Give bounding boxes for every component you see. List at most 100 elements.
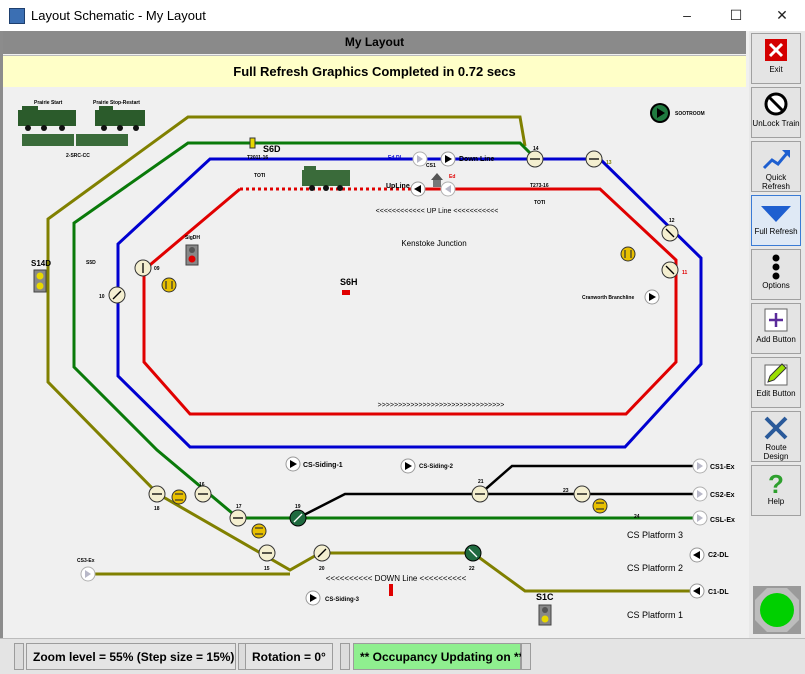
exit-c1dl-label: C1-DL xyxy=(708,589,729,596)
s6h-indicator xyxy=(342,290,350,295)
coach-label: 2-SRC-CC xyxy=(66,153,90,159)
title-bar: Layout Schematic - My Layout – ☐ ✕ xyxy=(0,0,805,31)
tools-icon xyxy=(764,416,788,440)
s14d-label: S14D xyxy=(31,259,51,268)
loco1-label: Prairie Start xyxy=(34,100,63,106)
add-icon xyxy=(764,308,788,332)
quick-refresh-icon xyxy=(762,150,790,170)
exit-cs2-label: CS2-Ex xyxy=(710,492,735,499)
platform1-label: CS Platform 1 xyxy=(627,610,683,620)
schematic-canvas[interactable]: Prairie Start Prairie Stop-Restart 2-SRC… xyxy=(3,87,747,638)
platform3-label: CS Platform 3 xyxy=(627,530,683,540)
help-icon: ? xyxy=(768,470,784,496)
cranworth-label: Cranworth Branchline xyxy=(582,295,634,301)
train-loco[interactable] xyxy=(302,166,350,191)
down-direction-label: >>>>>>>>>>>>>>>>>>>>>>>>>>>>>>> xyxy=(378,402,505,409)
exit-csl-label: CSL-Ex xyxy=(710,517,735,524)
point-21: 21 xyxy=(478,479,484,485)
point-14: 14 xyxy=(533,146,539,152)
point-20: 20 xyxy=(319,566,325,572)
exit-cs3-label: CS3-Ex xyxy=(77,558,95,564)
station-label: Kenstoke Junction xyxy=(401,239,466,248)
down-line-label: Down Line xyxy=(459,156,494,163)
s5d-label: S5D xyxy=(86,260,96,266)
signal-s1c[interactable] xyxy=(538,604,552,626)
olive-track xyxy=(46,115,700,593)
footer-grip-1 xyxy=(14,643,24,670)
down-line-bottom-label: <<<<<<<<<< DOWN Line <<<<<<<<<< xyxy=(326,574,467,583)
s1c-label: S1C xyxy=(536,592,554,602)
point-11: 11 xyxy=(682,270,688,276)
sigdh-label: SigDH xyxy=(185,235,200,241)
right-toolbar: Exit UnLock Train Quick Refresh Full Ref… xyxy=(749,31,805,638)
point-24: 24 xyxy=(634,514,640,520)
s6h-label: S6H xyxy=(340,277,358,287)
quick-refresh-button[interactable]: Quick Refresh xyxy=(751,141,801,192)
ed-dl-label: Ed-DL xyxy=(388,155,403,161)
point-16: 16 xyxy=(199,482,205,488)
exit-icon xyxy=(765,39,787,61)
help-button[interactable]: ? Help xyxy=(751,465,801,516)
cs-siding2-label: CS-Siding-2 xyxy=(419,464,454,470)
ed-label: Ed xyxy=(449,174,455,180)
point-15: 15 xyxy=(264,566,270,572)
unlock-icon xyxy=(764,92,788,116)
exit-arrows xyxy=(85,155,703,578)
exit-c2dl-label: C2-DL xyxy=(708,552,729,559)
point-10: 10 xyxy=(99,294,105,300)
point-13: 13 xyxy=(606,160,612,166)
loco2-label: Prairie Stop-Restart xyxy=(93,100,140,106)
cs-siding1-label: CS-Siding-1 xyxy=(303,462,343,469)
exit-button[interactable]: Exit xyxy=(751,33,801,84)
add-button-label: Add Button xyxy=(756,335,796,344)
options-button[interactable]: Options xyxy=(751,249,801,300)
svg-text:?: ? xyxy=(768,470,784,496)
point-arrows xyxy=(112,158,675,558)
occupancy-status: ** Occupancy Updating on ** xyxy=(353,643,523,670)
minimize-button[interactable]: – xyxy=(683,7,691,23)
up-line-label: <<<<<<<<<<<< UP Line <<<<<<<<<<< xyxy=(376,208,499,215)
left-edge xyxy=(0,31,3,638)
help-label: Help xyxy=(767,497,785,506)
point-18: 18 xyxy=(154,506,160,512)
layout-title: My Layout xyxy=(3,31,746,54)
point-19: 19 xyxy=(295,504,301,510)
sound-label: SOOTROOM xyxy=(675,111,705,117)
signal-s6d-icon[interactable] xyxy=(249,137,256,149)
down-signal-indicator xyxy=(389,584,393,596)
unlock-train-button[interactable]: UnLock Train xyxy=(751,87,801,138)
direction-buttons[interactable] xyxy=(285,151,705,606)
edit-button-button[interactable]: Edit Button xyxy=(751,357,801,408)
zoom-level: Zoom level = 55% (Step size = 15%) xyxy=(26,643,236,670)
signal-sigdh[interactable] xyxy=(185,244,199,266)
window-title: Layout Schematic - My Layout xyxy=(31,8,206,23)
junction-house-icon xyxy=(431,173,443,187)
maximize-button[interactable]: ☐ xyxy=(729,7,743,23)
full-refresh-button[interactable]: Full Refresh xyxy=(751,195,801,246)
route-design-button[interactable]: Route Design xyxy=(751,411,801,462)
rolling-stock-panel: Prairie Start Prairie Stop-Restart 2-SRC… xyxy=(18,100,145,159)
green-light-icon xyxy=(755,588,799,632)
down-line-track xyxy=(116,157,703,449)
uncoupler-stripes xyxy=(165,250,632,535)
point-23: 23 xyxy=(563,488,569,494)
platform2-label: CS Platform 2 xyxy=(627,563,683,573)
exit-label: Exit xyxy=(769,65,783,74)
status-message: Full Refresh Graphics Completed in 0.72 … xyxy=(3,55,746,88)
edit-pencil-icon xyxy=(764,363,788,386)
add-button-button[interactable]: Add Button xyxy=(751,303,801,354)
upline-label: UpLine xyxy=(386,183,410,190)
quick-refresh-label: Quick Refresh xyxy=(761,173,790,191)
rotation-value: Rotation = 0° xyxy=(245,643,333,670)
sound-play-button[interactable] xyxy=(650,103,670,123)
point-09: 09 xyxy=(154,266,160,272)
footer-status-bar: Zoom level = 55% (Step size = 15%) Rotat… xyxy=(0,638,805,674)
signal-s14d[interactable] xyxy=(33,269,47,293)
close-window-button[interactable]: ✕ xyxy=(776,7,788,23)
app-icon xyxy=(9,8,25,24)
point-22: 22 xyxy=(469,566,475,572)
occupancy-indicator xyxy=(753,586,801,634)
route-design-label: Route Design xyxy=(763,443,789,461)
toti1-label: TOTI xyxy=(254,173,266,179)
point-17: 17 xyxy=(236,504,242,510)
